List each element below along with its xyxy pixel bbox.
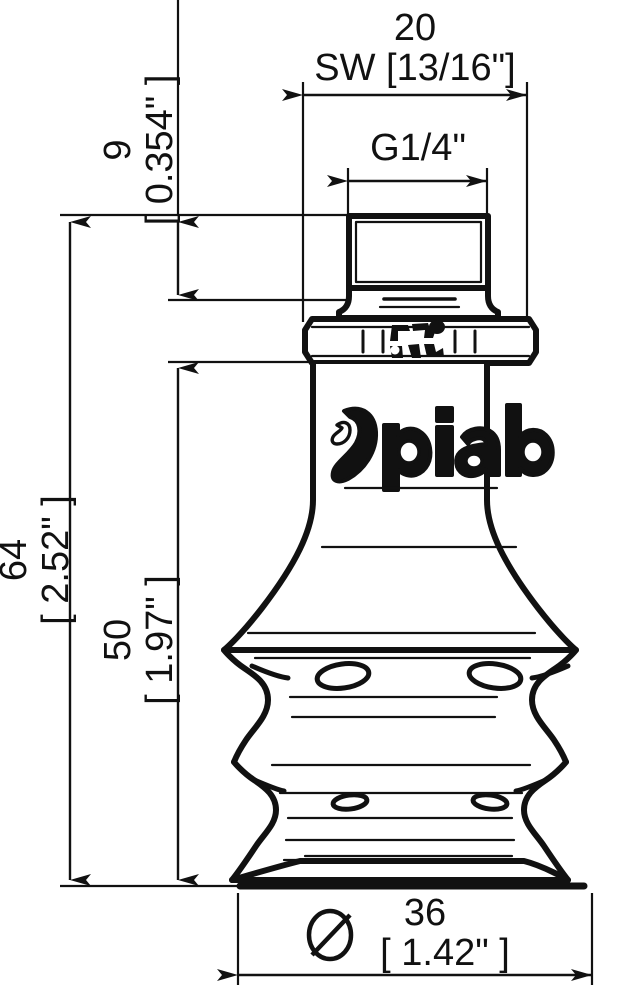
nipple-collar [336,285,501,321]
dimension-sw-20: 20 SW [13/16"] [282,7,527,101]
piab-logo [330,403,555,492]
hex-nut-marking [390,320,445,358]
dimension-thread-g14: G1/4" [327,127,487,187]
bellows-fold-detail [466,661,524,691]
piab-swoosh-icon [330,406,379,484]
dimension-total-height-64: 64 [ 2.52" ] [0,216,91,886]
dim-9-imperial: [ 0.354" ] [139,75,181,226]
dimension-thread-length-9: 9 [ 0.354" ] [97,75,199,301]
dimension-diameter-36: 36 [ 1.42" ] [217,892,592,981]
dim-9-metric: 9 [97,139,139,160]
dim-sw20-value: 20 [394,7,436,49]
dim-sw20-label: SW [13/16"] [314,47,515,89]
hex-nut [302,316,539,366]
dim-36-metric: 36 [404,892,446,934]
dim-64-imperial: [ 2.52" ] [35,495,77,625]
dim-36-imperial: [ 1.42" ] [380,932,510,974]
sealing-lip [229,854,588,890]
dim-g14-label: G1/4" [370,127,466,169]
suction-cup-part [221,213,588,890]
dim-64-metric: 64 [0,539,35,581]
dimension-cup-height-50: 50 [ 1.97" ] [97,362,199,886]
bellows-fold-detail [330,792,370,812]
threaded-nipple [346,213,491,291]
piab-wordmark [382,403,555,492]
dim-50-metric: 50 [97,619,139,661]
bellows-fold-detail [314,661,372,691]
dim-50-imperial: [ 1.97" ] [139,575,181,705]
cup-upper-body [221,361,579,653]
diameter-icon [306,908,354,962]
bellows-convolution-1 [221,631,579,765]
bellows-fold-detail [470,792,510,812]
